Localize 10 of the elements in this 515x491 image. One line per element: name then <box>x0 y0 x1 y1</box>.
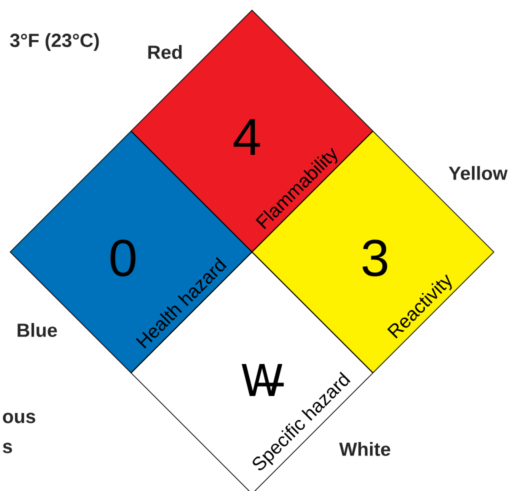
color-label: Red <box>148 45 182 59</box>
color-label: Yellow <box>448 166 508 180</box>
color-label: White <box>339 442 390 456</box>
color-label: 3°F (23°C) <box>10 33 99 51</box>
no-water-symbol: W̶ <box>242 364 284 396</box>
hazard-rating: 0 <box>110 240 136 276</box>
color-label: s <box>2 442 12 454</box>
color-label: ous <box>2 412 36 424</box>
hazard-rating: 3 <box>362 240 388 276</box>
color-label: Blue <box>18 323 57 337</box>
